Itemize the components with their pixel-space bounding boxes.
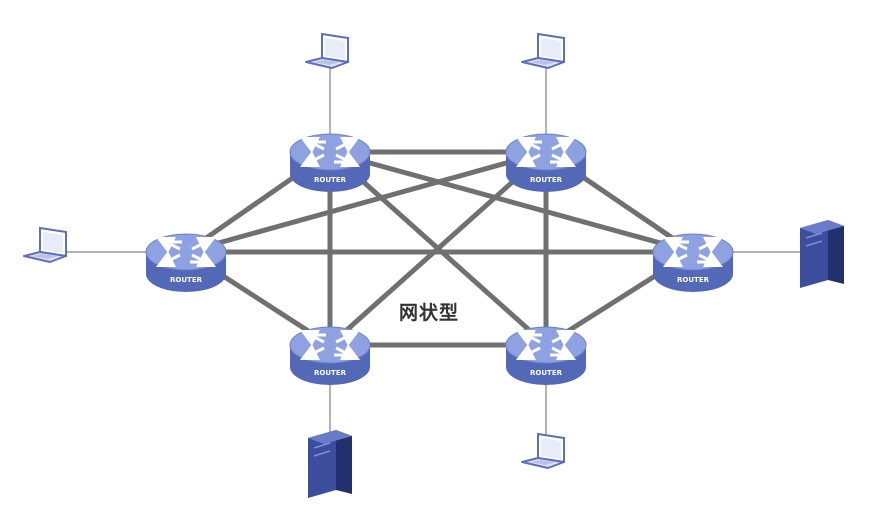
router-top — [653, 234, 733, 270]
router-label: ROUTER — [170, 276, 203, 284]
router-label: ROUTER — [677, 276, 710, 284]
router-top — [506, 134, 586, 170]
router-bottom-right: ROUTER — [506, 327, 586, 385]
router-label: ROUTER — [314, 176, 347, 184]
router-label: ROUTER — [530, 176, 563, 184]
server-icon — [800, 220, 844, 288]
laptop-icon — [522, 34, 564, 68]
router-top — [506, 327, 586, 363]
router-top — [290, 327, 370, 363]
topology-type-label: 网状型 — [399, 298, 459, 325]
server-icon — [308, 430, 352, 498]
router-label: ROUTER — [314, 369, 347, 377]
router-right: ROUTER — [653, 234, 733, 292]
router-top — [290, 134, 370, 170]
laptop-icon — [522, 434, 564, 468]
router-top-left: ROUTER — [290, 134, 370, 192]
router-top-right: ROUTER — [506, 134, 586, 192]
laptop-icon — [24, 228, 66, 262]
laptop-icon — [306, 34, 348, 68]
router-left: ROUTER — [146, 234, 226, 292]
router-bottom-left: ROUTER — [290, 327, 370, 385]
router-top — [146, 234, 226, 270]
router-label: ROUTER — [530, 369, 563, 377]
